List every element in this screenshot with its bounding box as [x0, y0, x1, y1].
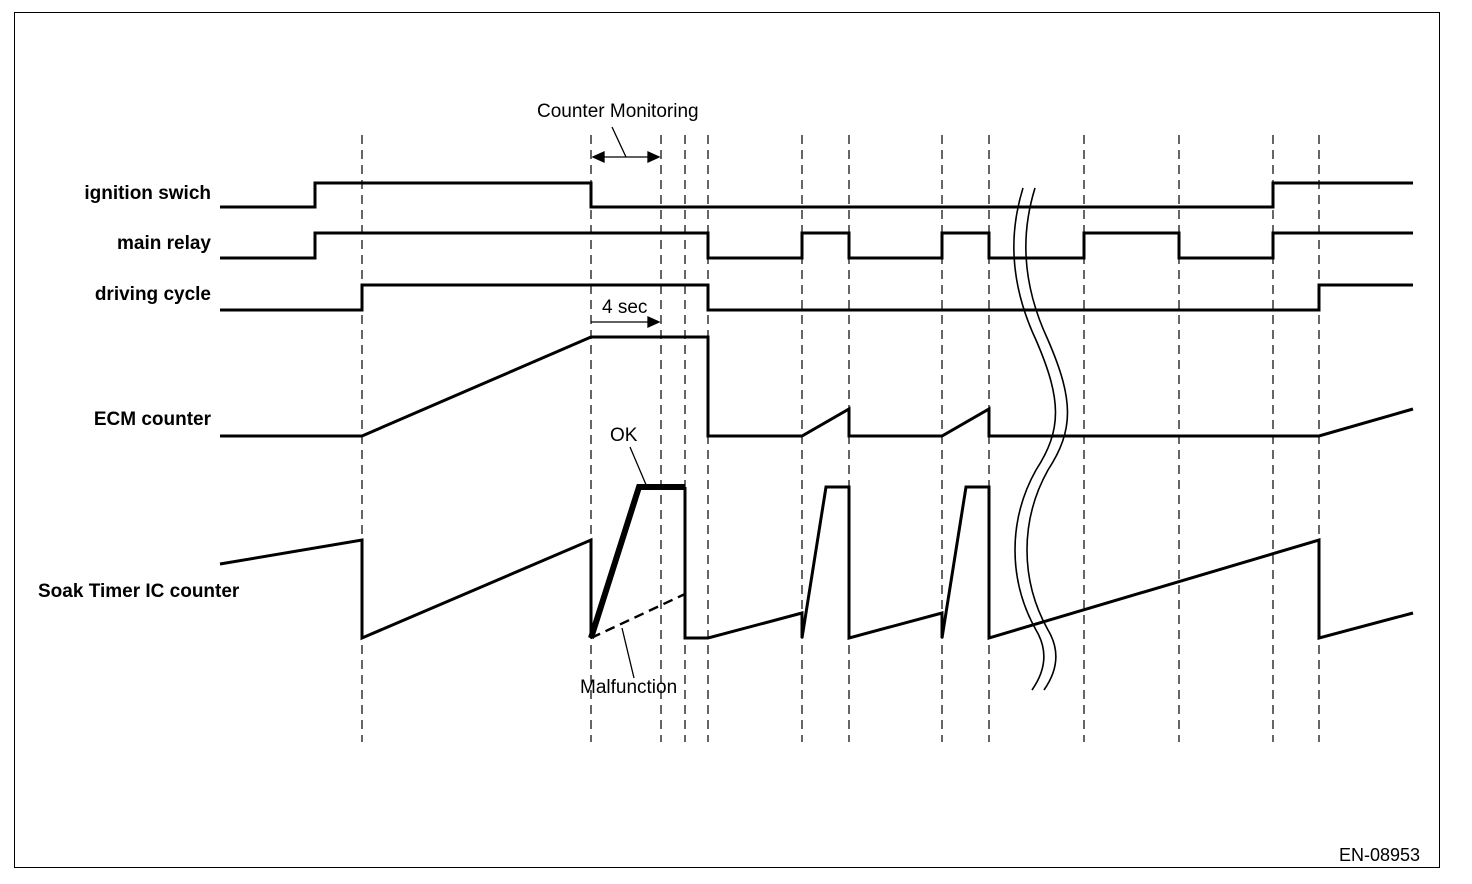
ecm-counter-trace: [220, 335, 1414, 438]
label-driving-cycle: driving cycle: [94, 284, 211, 305]
time-markers: [361, 135, 1320, 742]
soak-timer-trace: [683, 485, 1414, 641]
ignition-trace: [220, 181, 1413, 209]
label-soak-timer-counter: Soak Timer IC counter: [38, 581, 240, 602]
annotation-four-sec: 4 sec: [602, 297, 648, 318]
malfunction-leader: [621, 627, 635, 679]
annotation-counter-monitoring: Counter Monitoring: [537, 101, 699, 122]
driving-cycle-trace: [220, 283, 1413, 312]
time-break-symbol: [1013, 187, 1069, 691]
malfunction-trace: [590, 592, 686, 640]
ok-leader: [629, 446, 648, 488]
annotation-malfunction: Malfunction: [580, 677, 678, 698]
main-relay-trace: [220, 231, 1413, 260]
diagram-frame: [14, 12, 1440, 868]
annotation-ok: OK: [610, 425, 638, 446]
soak-timer-trace: [219, 537, 593, 641]
label-ecm-counter: ECM counter: [93, 409, 211, 430]
four-sec-arrow: [591, 315, 661, 329]
figure-code: EN-08953: [1339, 845, 1421, 865]
ok-trace: [588, 484, 685, 639]
label-main-relay: main relay: [117, 233, 211, 254]
label-ignition-switch: ignition swich: [84, 183, 211, 204]
counter-monitoring-arrow: [591, 126, 661, 164]
